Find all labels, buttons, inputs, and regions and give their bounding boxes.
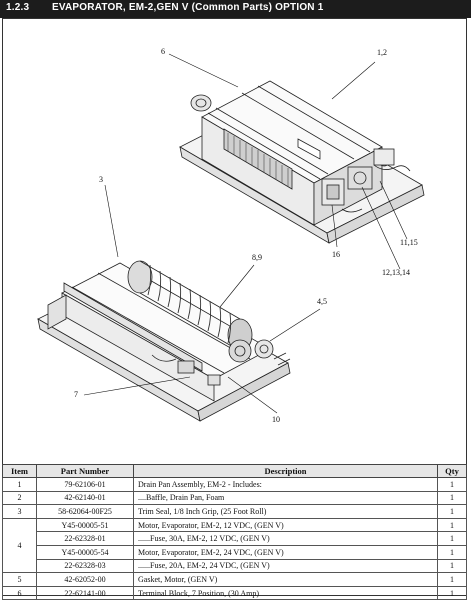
callout-8-9: 8,9: [252, 253, 262, 262]
table-row: Y45-00005-54 Motor, Evaporator, EM-2, 24…: [3, 544, 467, 560]
row-part-number: Y45-00005-54: [36, 544, 134, 560]
callout-7: 7: [74, 390, 78, 399]
row-item: 5: [2, 572, 37, 587]
row-qty: 1: [437, 531, 467, 546]
header-item: Item: [2, 464, 37, 478]
callout-10: 10: [272, 415, 280, 424]
parts-table: Item Part Number Description Qty 1 79-62…: [2, 464, 467, 600]
row-part-number: 42-62140-01: [36, 490, 134, 506]
section-title: EVAPORATOR, EM-2,GEN V (Common Parts) OP…: [52, 2, 324, 13]
row-qty: 1: [437, 572, 467, 587]
row-description: ......Fuse, 30A, EM-2, 12 VDC, (GEN V): [133, 531, 438, 546]
table-row: 2 42-62140-01 ....Baffle, Drain Pan, Foa…: [2, 490, 467, 506]
row-part-number: 79-62106-01: [36, 477, 134, 492]
row-part-number: 58-62064-00F25: [36, 504, 134, 519]
lower-evaporator-assembly: [37, 260, 291, 422]
callout-11-15: 11,15: [400, 238, 418, 247]
row-part-number: 42-62052-00: [36, 572, 134, 587]
callout-16: 16: [332, 250, 340, 259]
row-item: 6: [2, 585, 37, 600]
callout-1-2: 1,2: [377, 48, 387, 57]
row-description: Motor, Evaporator, EM-2, 24 VDC, (GEN V): [133, 544, 438, 560]
row-item: 1: [2, 477, 37, 492]
table-row: 1 79-62106-01 Drain Pan Assembly, EM-2 -…: [2, 477, 467, 492]
row-item: 4: [2, 517, 37, 574]
row-item: 3: [2, 504, 37, 519]
row-description: Motor, Evaporator, EM-2, 12 VDC, (GEN V): [133, 517, 438, 533]
row-part-number: Y45-00005-51: [36, 517, 134, 533]
row-qty: 1: [437, 477, 467, 492]
callout-6: 6: [161, 47, 165, 56]
row-description: Terminal Block, 7 Position, (30 Amp): [133, 585, 438, 600]
evaporator-exploded-drawing: 6 1,2 3 8,9 4,5 7 10 16 11,15 12,13,14: [37, 47, 425, 424]
table-row: 6 22-62141-00 Terminal Block, 7 Position…: [2, 585, 467, 600]
row-part-number: 22-62141-00: [36, 585, 134, 600]
callout-12-13-14: 12,13,14: [382, 268, 410, 277]
row-qty: 1: [437, 585, 467, 600]
section-header: 1.2.3 EVAPORATOR, EM-2,GEN V (Common Par…: [0, 0, 471, 18]
row-item: 2: [2, 490, 37, 506]
callout-3: 3: [99, 175, 103, 184]
row-qty: 1: [437, 558, 467, 574]
parts-table-header: Item Part Number Description Qty: [2, 464, 467, 478]
header-qty: Qty: [437, 464, 467, 478]
row-qty: 1: [437, 544, 467, 560]
callout-4-5: 4,5: [317, 297, 327, 306]
row-part-number: 22-62328-01: [36, 531, 134, 546]
table-row: 3 58-62064-00F25 Trim Seal, 1/8 Inch Gri…: [2, 504, 467, 519]
section-number: 1.2.3: [6, 2, 30, 13]
row-description: ......Fuse, 20A, EM-2, 24 VDC, (GEN V): [133, 558, 438, 574]
row-description: Drain Pan Assembly, EM-2 - Includes:: [133, 477, 438, 492]
header-description: Description: [133, 464, 438, 478]
row-part-number: 22-62328-03: [36, 558, 134, 574]
upper-evaporator-assembly: [179, 80, 425, 244]
row-qty: 1: [437, 517, 467, 533]
row-qty: 1: [437, 504, 467, 519]
table-row: 22-62328-01 ......Fuse, 30A, EM-2, 12 VD…: [3, 531, 467, 546]
row-description: Gasket, Motor, (GEN V): [133, 572, 438, 587]
row-description: ....Baffle, Drain Pan, Foam: [133, 490, 438, 506]
table-row: 4 Y45-00005-51 Motor, Evaporator, EM-2, …: [2, 517, 467, 574]
header-part-number: Part Number: [36, 464, 134, 478]
row-description: Trim Seal, 1/8 Inch Grip, (25 Foot Roll): [133, 504, 438, 519]
table-row: 22-62328-03 ......Fuse, 20A, EM-2, 24 VD…: [3, 558, 467, 574]
row-qty: 1: [437, 490, 467, 506]
table-row: 5 42-62052-00 Gasket, Motor, (GEN V) 1: [2, 572, 467, 587]
